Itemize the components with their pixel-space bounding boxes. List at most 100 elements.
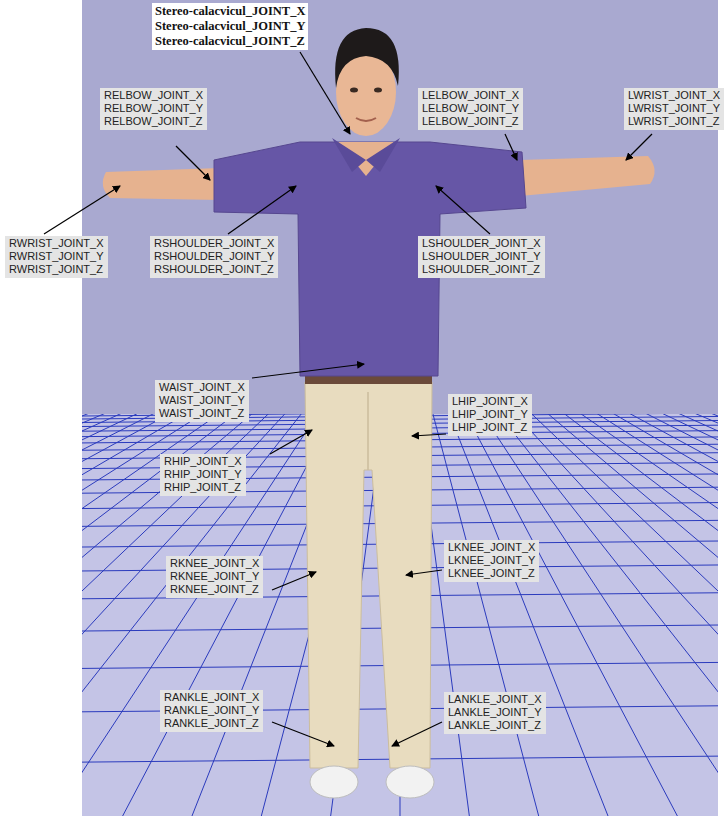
grid-line	[496, 414, 718, 816]
grid-line	[556, 414, 718, 816]
joint-name: LKNEE_JOINT_Z	[448, 567, 535, 580]
leader-arrow	[270, 430, 312, 454]
grid-line	[460, 414, 718, 816]
joint-name: RELBOW_JOINT_Y	[104, 102, 203, 115]
joint-name: RSHOULDER_JOINT_Y	[154, 250, 274, 263]
grid-line	[484, 414, 718, 816]
collar	[332, 138, 400, 172]
joint-name: LWRIST_JOINT_Z	[628, 115, 720, 128]
grid-line	[688, 414, 718, 816]
joint-label-box: RWRIST_JOINT_XRWRIST_JOINT_YRWRIST_JOINT…	[5, 236, 108, 278]
grid-line	[82, 414, 268, 816]
eye	[350, 88, 358, 93]
eye	[374, 88, 382, 93]
grid-line	[508, 414, 718, 816]
trousers	[305, 382, 432, 768]
joint-name: RSHOULDER_JOINT_X	[154, 237, 274, 250]
leader-arrow	[406, 570, 442, 575]
joint-label-box: RSHOULDER_JOINT_XRSHOULDER_JOINT_YRSHOUL…	[150, 236, 278, 278]
leader-arrow	[272, 572, 316, 590]
trouser-seam	[367, 392, 369, 470]
grid-line	[544, 414, 718, 816]
grid-line	[676, 414, 718, 816]
joint-name: LHIP_JOINT_Y	[452, 408, 528, 421]
joint-label-box: RKNEE_JOINT_XRKNEE_JOINT_YRKNEE_JOINT_Z	[166, 556, 263, 598]
sky-ground	[82, 0, 718, 816]
joint-name: LSHOULDER_JOINT_Z	[422, 263, 541, 276]
leader-arrow	[412, 434, 446, 436]
joint-name: RELBOW_JOINT_X	[104, 89, 203, 102]
floor-grid	[82, 414, 718, 816]
grid-line	[652, 414, 718, 816]
joint-label-box: LHIP_JOINT_XLHIP_JOINT_YLHIP_JOINT_Z	[448, 394, 532, 436]
joint-name: LELBOW_JOINT_X	[422, 89, 519, 102]
grid-line	[82, 414, 340, 816]
joint-name: LANKLE_JOINT_Z	[448, 719, 542, 732]
grid-line	[592, 414, 718, 816]
joint-label-box: LSHOULDER_JOINT_XLSHOULDER_JOINT_YLSHOUL…	[418, 236, 545, 278]
grid-line	[82, 414, 172, 816]
joint-name: RANKLE_JOINT_Z	[164, 717, 259, 730]
grid-line	[604, 414, 718, 816]
joint-name: LHIP_JOINT_Z	[452, 421, 528, 434]
joint-name: RANKLE_JOINT_X	[164, 691, 259, 704]
joint-name: LELBOW_JOINT_Y	[422, 102, 519, 115]
grid-line	[568, 414, 718, 816]
joint-label-box: WAIST_JOINT_XWAIST_JOINT_YWAIST_JOINT_Z	[155, 380, 249, 422]
joint-label-box-serif: Stereo-calacvicul_JOINT_XStereo-calacvic…	[152, 3, 308, 50]
joint-label-box: RELBOW_JOINT_XRELBOW_JOINT_YRELBOW_JOINT…	[100, 88, 207, 130]
joint-name: RWRIST_JOINT_X	[9, 237, 104, 250]
joint-name: RKNEE_JOINT_Y	[170, 570, 259, 583]
joint-name: LKNEE_JOINT_X	[448, 541, 535, 554]
leader-lines	[44, 52, 652, 746]
joint-name: LSHOULDER_JOINT_Y	[422, 250, 541, 263]
grid-line	[82, 414, 256, 816]
grid-line	[82, 414, 328, 816]
leader-arrow	[392, 722, 442, 746]
joint-label-box: LELBOW_JOINT_XLELBOW_JOINT_YLELBOW_JOINT…	[418, 88, 523, 130]
joint-label-box: RHIP_JOINT_XRHIP_JOINT_YRHIP_JOINT_Z	[160, 454, 246, 496]
joint-name: LKNEE_JOINT_Y	[448, 554, 535, 567]
joint-label-box: LWRIST_JOINT_XLWRIST_JOINT_YLWRIST_JOINT…	[624, 88, 724, 130]
joint-label-box: LKNEE_JOINT_XLKNEE_JOINT_YLKNEE_JOINT_Z	[444, 540, 539, 582]
shoe	[386, 766, 434, 798]
grid-line	[532, 414, 718, 816]
joint-name: RELBOW_JOINT_Z	[104, 115, 203, 128]
joint-name: WAIST_JOINT_X	[159, 381, 245, 394]
joint-label-box: LANKLE_JOINT_XLANKLE_JOINT_YLANKLE_JOINT…	[444, 692, 546, 734]
leader-arrow	[626, 134, 652, 160]
leader-arrow	[252, 364, 364, 378]
leader-arrow	[436, 186, 490, 234]
joint-name: RWRIST_JOINT_Y	[9, 250, 104, 263]
joint-name: Stereo-calacvicul_JOINT_Y	[155, 19, 305, 34]
hair	[335, 28, 399, 88]
joint-name: Stereo-calacvicul_JOINT_Z	[155, 34, 305, 49]
grid-line	[82, 414, 124, 816]
grid-line	[448, 414, 680, 816]
leader-arrow	[44, 186, 120, 234]
grid-line	[82, 414, 100, 816]
joint-name: LWRIST_JOINT_Y	[628, 102, 720, 115]
joint-name: RKNEE_JOINT_Z	[170, 583, 259, 596]
joint-name: RKNEE_JOINT_X	[170, 557, 259, 570]
grid-line	[436, 414, 610, 816]
grid-line	[616, 414, 718, 816]
grid-line	[82, 414, 304, 816]
grid-line	[664, 414, 718, 816]
joint-name: LSHOULDER_JOINT_X	[422, 237, 541, 250]
leader-arrow	[272, 722, 334, 746]
joint-name: LWRIST_JOINT_X	[628, 89, 720, 102]
joint-name: LHIP_JOINT_X	[452, 395, 528, 408]
mouth	[356, 118, 376, 121]
joint-name: LANKLE_JOINT_X	[448, 693, 542, 706]
joint-name: RHIP_JOINT_Y	[164, 468, 242, 481]
grid-line	[700, 414, 718, 816]
avatar-figure	[103, 28, 655, 798]
grid-line	[580, 414, 718, 816]
grid-line	[82, 414, 136, 816]
leader-arrow	[228, 186, 296, 234]
shoe	[310, 766, 358, 798]
grid-line	[520, 414, 718, 816]
grid-line	[82, 414, 148, 816]
